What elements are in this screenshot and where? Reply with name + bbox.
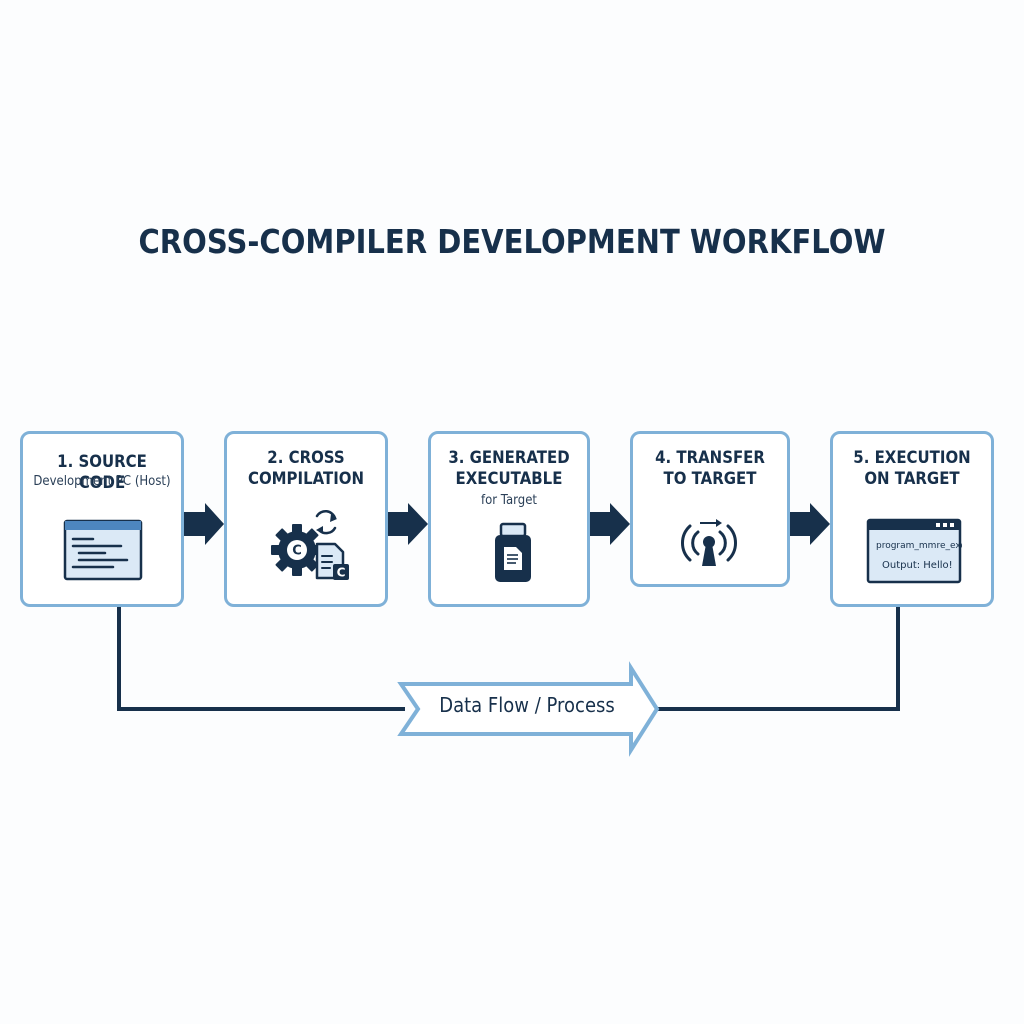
flow-line-left — [117, 607, 405, 711]
flow-arrow-shape — [397, 661, 660, 757]
step-3-box: 3. GENERATED EXECUTABLE for Target — [428, 431, 590, 607]
file-badge: C — [337, 566, 346, 580]
diagram-title: CROSS-COMPILER DEVELOPMENT WORKFLOW — [138, 222, 886, 261]
step-4-box: 4. TRANSFER TO TARGET — [630, 431, 790, 587]
step-4-title: 4. TRANSFER TO TARGET — [655, 448, 765, 489]
step-1-box: 1. SOURCE CODE Development PC (Host) — [20, 431, 184, 607]
gear-compile-icon: C C — [269, 506, 359, 586]
flow-line-right — [652, 607, 900, 711]
arrow-1-2 — [184, 503, 224, 545]
arrow-3-4 — [590, 503, 630, 545]
executable-file-icon — [492, 522, 534, 584]
step-1-title: 1. SOURCE CODE — [57, 452, 147, 493]
step-5-title: 5. EXECUTION ON TARGET — [853, 448, 971, 489]
terminal-line-2: Output: Hello! — [882, 560, 953, 571]
step-5-box: 5. EXECUTION ON TARGET program_mmre_exe … — [830, 431, 994, 607]
step-3-title: 3. GENERATED EXECUTABLE — [448, 448, 570, 489]
step-2-title: 2. CROSS COMPILATION — [247, 448, 365, 489]
flow-label: Data Flow / Process — [439, 693, 615, 717]
arrow-2-3 — [388, 503, 428, 545]
terminal-window-icon: program_mmre_exe Output: Hello! — [866, 518, 962, 584]
step-2-box: 2. CROSS COMPILATION — [224, 431, 388, 607]
code-window-icon — [63, 519, 143, 581]
wireless-transfer-icon — [676, 518, 742, 568]
step-3-subtitle: for Target — [480, 493, 537, 508]
gear-badge: C — [292, 544, 302, 559]
terminal-line-1: program_mmre_exe — [876, 541, 962, 551]
arrow-4-5 — [790, 503, 830, 545]
step-1-subtitle: Development PC (Host) — [33, 474, 171, 489]
